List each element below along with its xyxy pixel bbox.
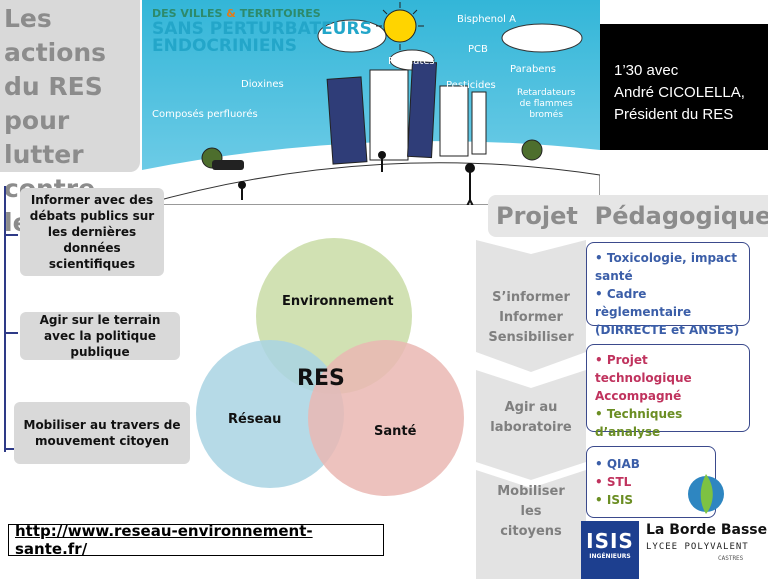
chem-parabens: Parabens: [510, 64, 556, 75]
chem-bisphenol: Bisphenol A: [457, 14, 516, 25]
speaker-role: Président du RES: [614, 106, 734, 123]
bullet-techniques-analyse: • Techniques d’analyse: [595, 407, 683, 439]
banner-heading-line1-b: TERRITOIRES: [235, 7, 321, 20]
chem-retardateurs: Retardateurs de flammes bromés: [517, 88, 576, 120]
chem-pcb: PCB: [468, 44, 488, 55]
venn-label-environnement: Environnement: [282, 294, 394, 309]
bullet-toxicologie: • Toxicologie, impact santé: [595, 251, 737, 283]
action-agir: Agir sur le terrain avec la politique pu…: [20, 312, 180, 360]
step-box-agir: • Projet technologique Accompagné • Tech…: [586, 344, 750, 439]
bullet-cadre-reglementaire: • Cadre règlementaire (DIRRECTE et ANSES…: [595, 287, 740, 337]
step-label-agir: Agir au laboratoire: [490, 400, 572, 435]
step-chevron-1: [476, 240, 586, 372]
banner-heading-line2: SANS PERTURBATEURS: [152, 19, 372, 39]
bullet-qiab: • QIAB: [595, 457, 640, 471]
chem-phtalates: Phtalates: [388, 56, 435, 67]
green-flame-logo-icon: [688, 474, 724, 514]
bracket-tick-1: [4, 234, 18, 236]
bullet-stl: • STL: [595, 475, 632, 489]
banner-heading-line3: ENDOCRINIENS: [152, 36, 297, 56]
borde-basse-subtitle: LYCEE POLYVALENT: [646, 542, 749, 552]
bracket-tick-3: [4, 448, 18, 450]
chem-pesticides: Pesticides: [446, 80, 496, 91]
bullet-projet-technologique: • Projet technologique Accompagné: [595, 353, 692, 403]
title-panel: Les actions du RES pour lutter contre le…: [0, 0, 140, 237]
venn-label-sante: Santé: [374, 424, 417, 439]
step-chevron-2: [476, 370, 586, 480]
borde-basse-city: CASTRES: [718, 555, 744, 562]
step-label-mobiliser: Mobiliser les citoyens: [497, 484, 565, 539]
venn-center-label: RES: [297, 366, 345, 391]
speaker-info-box: 1’30 avec André CICOLELLA, Président du …: [600, 24, 768, 150]
isis-logo-text: ISIS: [586, 529, 634, 553]
action-informer: Informer avec des débats publics sur les…: [20, 188, 164, 276]
bullet-isis: • ISIS: [595, 493, 634, 507]
website-link[interactable]: http://www.reseau-environnement-sante.fr…: [8, 522, 384, 558]
borde-basse-name: La Borde Basse: [646, 522, 768, 538]
chem-composes-perfluores: Composés perfluorés: [152, 109, 258, 120]
banner-heading: DES VILLES & TERRITOIRES SANS PERTURBATE…: [152, 8, 372, 55]
step-box-informer: • Toxicologie, impact santé • Cadre règl…: [586, 242, 750, 337]
banner-illustration: DES VILLES & TERRITOIRES SANS PERTURBATE…: [142, 0, 600, 205]
banner-scene: [142, 0, 600, 205]
step-chevron-3: [476, 470, 586, 579]
venn-label-reseau: Réseau: [228, 412, 282, 427]
projet-title: Projet Pédagogique: [488, 195, 768, 237]
speaker-duration: 1’30 avec: [614, 62, 679, 79]
isis-logo-subtext: INGÉNIEURS: [589, 553, 631, 560]
bracket-tick-2: [4, 332, 18, 334]
speaker-name: André CICOLELLA,: [614, 84, 745, 101]
actions-bracket: [4, 186, 16, 452]
isis-logo: ISIS INGÉNIEURS: [581, 521, 639, 579]
chem-dioxines: Dioxines: [241, 79, 284, 90]
banner-heading-ampersand: &: [226, 7, 236, 20]
action-mobiliser: Mobiliser au travers de mouvement citoye…: [14, 402, 190, 464]
venn-circle-sante: [308, 340, 464, 496]
banner-heading-line1-a: DES VILLES: [152, 7, 227, 20]
step-label-informer: S’informer Informer Sensibiliser: [488, 290, 574, 345]
